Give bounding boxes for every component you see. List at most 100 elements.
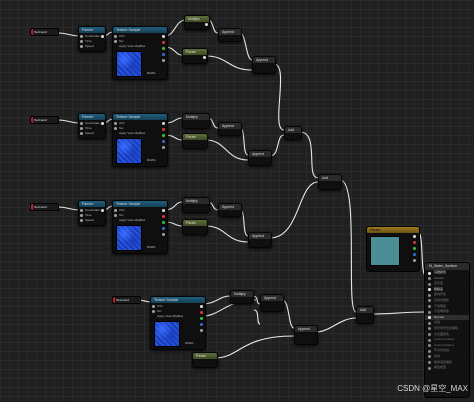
panner-coordinate-pin[interactable] (80, 209, 83, 212)
result-input-pin[interactable] (428, 366, 431, 370)
panner-output-pin[interactable] (101, 122, 104, 125)
sample-rgb-pin[interactable] (162, 35, 165, 38)
result-input-pin[interactable] (428, 344, 431, 348)
result-input-pin[interactable] (428, 277, 431, 281)
panner-node-2[interactable]: Panner Coordinate Time Speed (78, 113, 106, 139)
panner-output-pin[interactable] (101, 209, 104, 212)
result-input-pin[interactable] (428, 282, 431, 286)
result-input-row[interactable]: 不透明度 (425, 304, 469, 310)
sample-b-pin[interactable] (162, 227, 165, 230)
result-input-pin[interactable] (428, 299, 431, 303)
result-input-pin[interactable] (428, 321, 431, 325)
append-node-2[interactable]: Append (218, 122, 242, 136)
multiply-node-1[interactable]: Multiply (184, 15, 210, 30)
panner-coordinate-pin[interactable] (80, 35, 83, 38)
append-final-node-3[interactable]: Append (248, 232, 272, 248)
append-node-3[interactable]: Append (218, 203, 242, 217)
panner-speed-pin[interactable] (80, 219, 83, 222)
texcoord-param-1[interactable]: TexCoord (30, 28, 59, 36)
param-output-pin[interactable] (203, 56, 206, 59)
texcoord-param-2[interactable]: TexCoord (30, 116, 59, 124)
result-input-pin[interactable] (428, 271, 431, 275)
sample-g-pin[interactable] (162, 221, 165, 224)
panner-time-pin[interactable] (80, 127, 83, 130)
sample-a-pin[interactable] (162, 233, 165, 236)
panner-node-1[interactable]: Panner Coordinate Time Speed (78, 26, 106, 52)
add-node-3[interactable]: Add (356, 306, 374, 324)
result-input-pin[interactable] (428, 288, 431, 292)
result-input-pin[interactable] (428, 305, 431, 309)
sample-a-pin[interactable] (162, 146, 165, 149)
param-node-1[interactable]: Param (182, 48, 208, 64)
sample-tex-pin[interactable] (114, 127, 117, 130)
panner-coordinate-pin[interactable] (80, 122, 83, 125)
result-input-row[interactable]: 自发光颜色 (425, 298, 469, 304)
sample-r-pin[interactable] (162, 215, 165, 218)
param-node-4[interactable]: Param (192, 352, 218, 368)
color-b-pin[interactable] (413, 253, 416, 256)
multiply-node-2[interactable]: Multiply (182, 113, 210, 129)
sample-r-pin[interactable] (200, 311, 203, 314)
sample-b-pin[interactable] (162, 53, 165, 56)
result-input-row[interactable]: Custom Data 1 (425, 343, 469, 349)
sample-g-pin[interactable] (162, 134, 165, 137)
result-input-row[interactable]: 世界场景位置偏移 (425, 326, 469, 332)
sample-rgb-pin[interactable] (200, 305, 203, 308)
sample-uvs-pin[interactable] (152, 305, 155, 308)
sample-uvs-pin[interactable] (114, 209, 117, 212)
result-input-pin[interactable] (428, 310, 431, 314)
sample-rgb-pin[interactable] (162, 122, 165, 125)
result-input-row[interactable]: 着色模型 (425, 365, 469, 371)
result-input-row[interactable]: Custom Data 0 (425, 337, 469, 343)
texture-sample-node-2[interactable]: Texture Sample UVs Tex Apply View MipBia… (112, 113, 168, 167)
sample-r-pin[interactable] (162, 128, 165, 131)
panner-output-pin[interactable] (101, 35, 104, 38)
color-param-node[interactable]: Param (366, 226, 420, 272)
result-input-row[interactable]: 粗糙度 (425, 287, 469, 293)
sample-uvs-pin[interactable] (114, 35, 117, 38)
panner-speed-pin[interactable] (80, 45, 83, 48)
append-node-4[interactable]: Append (260, 294, 284, 312)
panner-speed-pin[interactable] (80, 132, 83, 135)
texcoord-param-4[interactable]: TexCoord (112, 296, 141, 304)
sample-tex-pin[interactable] (114, 40, 117, 43)
sample-tex-pin[interactable] (152, 310, 155, 313)
texcoord-param-3[interactable]: TexCoord (30, 203, 59, 211)
panner-time-pin[interactable] (80, 40, 83, 43)
result-input-pin[interactable] (428, 333, 431, 337)
append-node-1[interactable]: Append (218, 28, 242, 42)
param-node-2[interactable]: Param (182, 133, 208, 149)
result-input-row[interactable]: 各向异性 (425, 292, 469, 298)
result-input-pin[interactable] (428, 316, 431, 320)
sample-b-pin[interactable] (162, 140, 165, 143)
result-input-row[interactable]: 基础颜色 (425, 270, 469, 276)
result-input-row[interactable]: 环境光遮挡 (425, 348, 469, 354)
result-input-row[interactable]: 像素深度偏移 (425, 360, 469, 366)
result-input-row[interactable]: 不透明蒙版 (425, 309, 469, 315)
sample-rgb-pin[interactable] (162, 209, 165, 212)
panner-time-pin[interactable] (80, 214, 83, 217)
add-node-2[interactable]: Add (318, 174, 342, 190)
texture-sample-node-4[interactable]: Texture Sample UVs Tex Apply View MipBia… (150, 296, 206, 350)
sample-g-pin[interactable] (200, 317, 203, 320)
result-input-pin[interactable] (428, 338, 431, 342)
sample-g-pin[interactable] (162, 47, 165, 50)
result-input-row[interactable]: Normal (425, 314, 469, 321)
result-input-pin[interactable] (428, 327, 431, 331)
result-input-row[interactable]: 切线 (425, 320, 469, 326)
param-node-3[interactable]: Param (182, 219, 208, 235)
result-input-pin[interactable] (428, 355, 431, 359)
result-input-row[interactable]: 折射 (425, 354, 469, 360)
color-rgb-pin[interactable] (413, 235, 416, 238)
texture-sample-node-3[interactable]: Texture Sample UVs Tex Apply View MipBia… (112, 200, 168, 254)
color-a-pin[interactable] (413, 259, 416, 262)
multiply-node-4[interactable]: Multiply (230, 290, 254, 304)
result-input-row[interactable]: Metallic (425, 276, 469, 282)
multiply-node-3[interactable]: Multiply (182, 197, 210, 213)
result-input-pin[interactable] (428, 361, 431, 364)
multiply-output-pin[interactable] (205, 23, 208, 26)
sample-uvs-pin[interactable] (114, 122, 117, 125)
color-r-pin[interactable] (413, 241, 416, 244)
